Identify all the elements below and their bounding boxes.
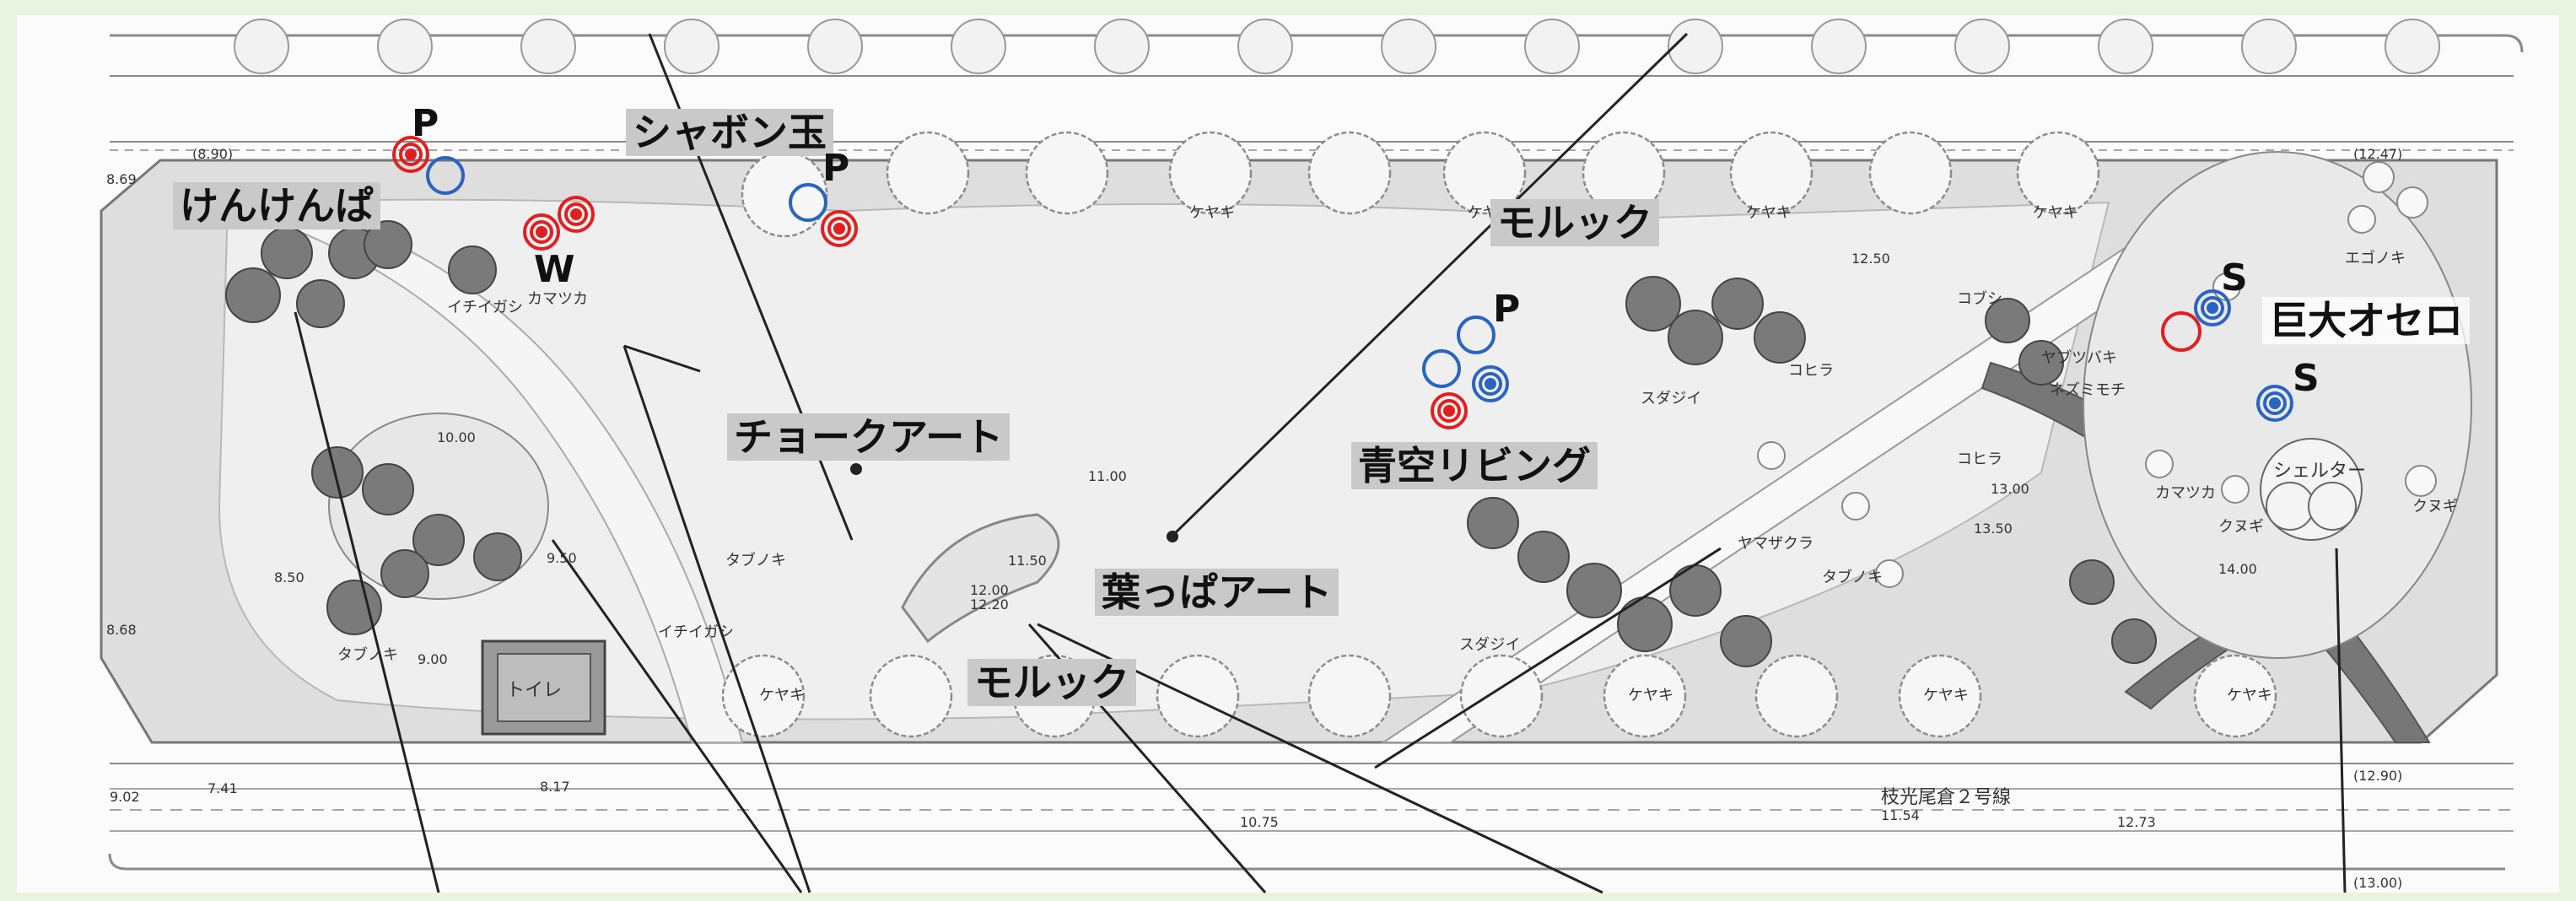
label-kenkenpa: けんけんぱ xyxy=(173,182,380,229)
elevation: (8.90) xyxy=(192,146,233,162)
elevation: 11.00 xyxy=(1088,468,1127,484)
label-aozora-living: 青空リビング xyxy=(1351,442,1598,489)
elevation: 9.02 xyxy=(110,789,140,805)
tree-label: クヌギ xyxy=(2218,518,2264,536)
tree-label: スダジイ xyxy=(1459,636,1520,654)
walkway-curve-left xyxy=(242,192,744,743)
elevation: 8.50 xyxy=(274,569,304,585)
marker-letter-s: S xyxy=(2221,256,2248,299)
shelter-structure xyxy=(2260,438,2363,541)
label-morukku-bottom: モルック xyxy=(967,659,1136,706)
tree-label: タブノキ xyxy=(337,645,398,664)
tree-label: ケヤキ xyxy=(1923,687,1969,704)
elevation: (13.00) xyxy=(2353,875,2402,891)
tree-label: ヤマザクラ xyxy=(1738,535,1813,553)
marker-letter-p: P xyxy=(822,147,850,190)
elevation: 8.69 xyxy=(106,171,137,187)
elevation: (12.47) xyxy=(2353,146,2402,162)
park-trees-dark xyxy=(225,220,2157,667)
elevation: 11.54 xyxy=(1881,807,1920,823)
marker-letter-p: P xyxy=(1493,288,1521,331)
tree-label: コヒラ xyxy=(1788,362,1834,380)
label-kyodai-othello: 巨大オセロ xyxy=(2262,297,2470,344)
elevation: 12.50 xyxy=(1851,251,1890,267)
tree-label: エゴノキ xyxy=(2345,250,2406,267)
street-trees-top xyxy=(234,19,2440,74)
marker-letter-s: S xyxy=(2293,357,2320,400)
elevation: 13.00 xyxy=(1991,481,2029,497)
tree-label: イチイガシ xyxy=(658,623,734,641)
elevation: 12.73 xyxy=(2117,814,2156,830)
elevation-text: (8.90) 8.69 8.68 9.50 9.00 8.50 10.00 11… xyxy=(106,146,2402,891)
tree-label: コブシ xyxy=(1957,289,2002,308)
tree-label: カマツカ xyxy=(527,290,588,308)
tree-label: カマツカ xyxy=(2155,484,2216,502)
top-road-lines xyxy=(110,34,2524,151)
tree-label: ネズミモチ xyxy=(2050,381,2126,399)
elevation: 12.20 xyxy=(970,596,1009,612)
tree-label: タブノキ xyxy=(1822,568,1883,586)
bottom-road-lines xyxy=(108,763,2514,871)
label-shabondama: シャボン玉 xyxy=(626,109,833,156)
elevation: 14.00 xyxy=(2218,561,2257,577)
tree-label: ケヤキ xyxy=(759,687,805,704)
tree-label: ヤブツバキ xyxy=(2041,348,2117,367)
marker-letter-p: P xyxy=(412,102,439,145)
tree-label: ケヤキ xyxy=(1189,204,1235,222)
elevation: 11.50 xyxy=(1008,553,1047,569)
elevation: 8.17 xyxy=(540,779,570,795)
elevation: 9.00 xyxy=(418,651,448,667)
toilet-text: トイレ xyxy=(506,680,562,701)
elevation: 8.68 xyxy=(106,622,137,638)
tree-label: コヒラ xyxy=(1957,450,2002,468)
tree-label: ケヤキ xyxy=(1746,204,1792,222)
tree-label: スダジイ xyxy=(1641,390,1701,407)
label-happa-art: 葉っぱアート xyxy=(1095,569,1339,616)
stage-mound xyxy=(901,513,1060,644)
tree-label: クヌギ xyxy=(2412,498,2458,515)
shelter-text: シェルター xyxy=(2273,461,2366,482)
tree-label: ケヤキ xyxy=(2033,204,2078,222)
markers-blue xyxy=(426,156,2293,422)
markers-red xyxy=(392,136,2201,429)
tree-label: ケヤキ xyxy=(2227,687,2272,704)
annotation-dots xyxy=(850,463,1178,542)
marker-letter-w: W xyxy=(534,248,575,291)
elevation: 7.41 xyxy=(207,780,238,796)
elevation: 10.00 xyxy=(437,429,476,445)
street-name-text: 枝光尾倉２号線 xyxy=(1881,787,2011,808)
tree-label: イチイガシ xyxy=(447,299,523,316)
elevation: 13.50 xyxy=(1974,521,2013,537)
label-morukku-top: モルック xyxy=(1490,199,1659,246)
elevation: (12.90) xyxy=(2353,768,2402,784)
label-chalk-art: チョークアート xyxy=(727,413,1010,461)
elevation: 9.50 xyxy=(547,550,577,566)
elevation: 12.00 xyxy=(970,582,1009,598)
elevation: 10.75 xyxy=(1240,814,1279,830)
tree-label: ケヤキ xyxy=(1628,687,1673,704)
tree-label: タブノキ xyxy=(725,551,786,569)
